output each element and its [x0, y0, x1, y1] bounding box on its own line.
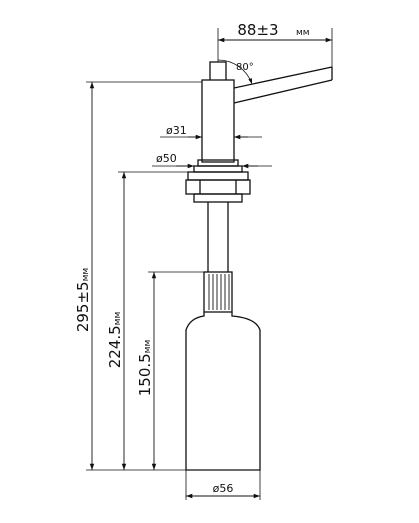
- bottle-height-label: 150.5мм: [136, 340, 154, 397]
- dispenser-outline: [185, 61, 333, 471]
- flange-height-value: 224.5: [106, 325, 124, 368]
- flange-height-dimension: 224.5мм: [106, 172, 127, 470]
- pump-head: [201, 61, 235, 163]
- bottle-height-value: 150.5: [136, 353, 154, 396]
- spout-reach-value: 88±3: [237, 21, 278, 39]
- bottle: [185, 312, 261, 471]
- bottle-height-dimension: 150.5мм: [136, 272, 157, 470]
- bottle-diameter-dimension: ø56: [185, 470, 261, 500]
- thread: [203, 271, 233, 313]
- total-height-label: 295±5мм: [74, 268, 92, 332]
- flange-diameter-dimension: ø50: [152, 152, 272, 169]
- stem-diameter-dimension: ø31: [160, 124, 262, 140]
- total-height-value: 295±5: [74, 281, 92, 332]
- flange-height-unit: мм: [113, 312, 123, 326]
- total-height-unit: мм: [81, 268, 91, 282]
- spout-angle-value: 80°: [236, 62, 254, 73]
- mounting-flange: [185, 171, 251, 203]
- spout-reach-unit: мм: [296, 28, 310, 38]
- spout: [233, 66, 333, 104]
- bottle-height-unit: мм: [143, 340, 153, 354]
- bottle-diameter-value: ø56: [213, 482, 234, 495]
- height-extension-lines: [86, 81, 204, 471]
- stem-diameter-value: ø31: [166, 124, 187, 137]
- total-height-dimension: 295±5мм: [74, 82, 95, 470]
- flange-diameter-value: ø50: [156, 152, 177, 165]
- flange-height-label: 224.5мм: [106, 312, 124, 369]
- spout-reach-dimension: 88±3 мм: [217, 21, 333, 67]
- shaft: [207, 202, 229, 272]
- spout-angle-dimension: 80°: [217, 59, 254, 85]
